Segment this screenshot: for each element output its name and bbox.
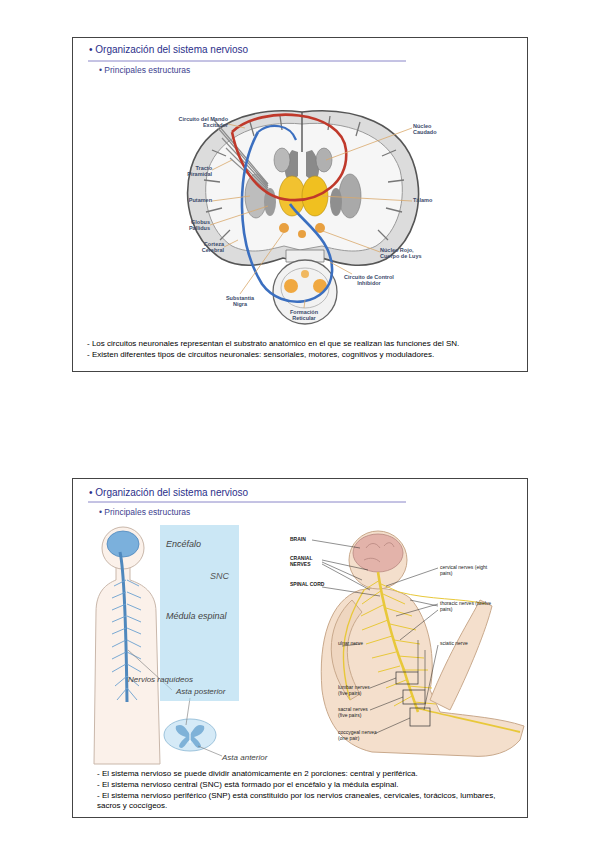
part-label: thoracic nerves (twelve pairs) [440,601,496,613]
slide-subtitle: • Principales estructuras [99,507,399,518]
part-label: Substantia Nigra [220,295,260,308]
bullet-text: - El sistema nervioso central (SNC) está… [97,780,517,790]
cns-band: EncéfaloSNC Médula espinal [160,525,239,701]
slide-subtitle: • Principales estructuras [99,65,399,76]
part-label: Circuito del Mando Excitador [174,116,228,129]
bullet-text: - Existen diferentes tipos de circuitos … [87,350,523,360]
part-label: lumbar nerves (five pairs) [338,685,376,697]
part-label: Putamen [174,197,212,203]
part-label: Nervios raquídeos [128,675,208,684]
part-label: Núcleo Rojo, Cuerpo de Luys [380,247,432,260]
part-label: sciatic nerve [440,641,470,647]
part-label: Tálamo [413,197,447,203]
part-label: sacral nerves (five pairs) [338,707,376,719]
region-label: SNC [210,571,238,582]
slide-frame: • Organización del sistema nervioso • Pri… [72,478,528,818]
region-label: Médula espinal [166,611,238,622]
slide-frame: • Organización del sistema nervioso • Pri… [72,37,528,372]
brain-section [188,111,419,324]
region-label: Encéfalo [166,539,236,550]
part-label: SPINAL CORD [290,582,330,588]
bullet-text: - El sistema nervioso periférico (SNP) e… [97,791,507,811]
part-label: coccygeal nerves (one pair) [338,730,378,742]
title-rule [88,61,406,62]
part-label: BRAIN [290,537,330,543]
part-label: Formación Reticular [280,309,328,322]
part-label: Asta posterior [176,687,246,696]
seated-figure [312,531,524,756]
part-label: cervical nerves (eight pairs) [440,565,492,577]
part-label: Globus Pallidus [174,219,210,232]
part-label: Circuito de Control Inhibidor [343,274,395,287]
part-label: Núcleo Caudado [413,123,447,136]
part-label: ulnar nerve [338,641,368,647]
bullet-text: - El sistema nervioso se puede dividir a… [97,769,517,779]
slide-title: • Organización del sistema nervioso [89,44,489,57]
title-rule [88,502,406,503]
bullet-text: - Los circuitos neuronales representan e… [87,339,523,349]
part-label: CRANIAL NERVES [290,556,330,568]
part-label: Asta anterior [222,753,292,762]
part-label: Tracto Piramidal [174,165,212,178]
part-label: Corteza Cerebral [188,241,224,254]
slide-title: • Organización del sistema nervioso [89,487,489,500]
